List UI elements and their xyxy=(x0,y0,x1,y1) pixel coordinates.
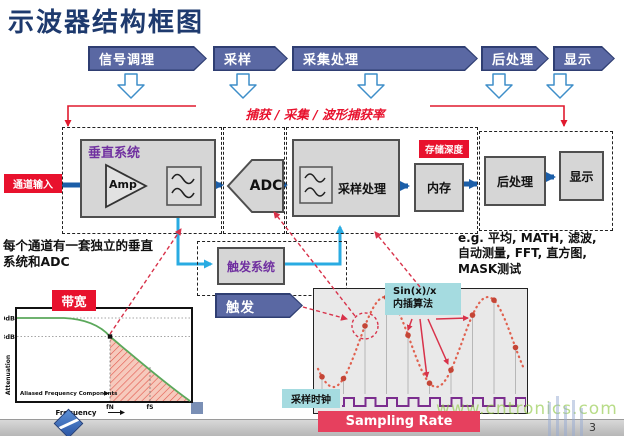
flow-step-label: 采集处理 xyxy=(303,53,360,68)
xtick-fn: fN xyxy=(106,404,114,411)
trigger-label: 触发 xyxy=(226,299,255,316)
trigger-system-label: 触发系统 xyxy=(226,259,275,274)
adc-shape xyxy=(226,159,284,213)
display-label: 显示 xyxy=(569,169,594,184)
page-title: 示波器结构框图 xyxy=(8,8,205,38)
channel-input-text: 通道输入 xyxy=(13,180,53,191)
bandwidth-text: 带宽 xyxy=(61,294,87,309)
memory-label: 内存 xyxy=(426,181,451,195)
aliased-region xyxy=(110,336,190,401)
minus3db-point xyxy=(107,334,113,339)
display-box: 显示 xyxy=(559,151,604,201)
page-number: 3 xyxy=(589,421,596,434)
down-arrow-icon xyxy=(117,73,574,99)
lowpass-filter-icon xyxy=(166,166,202,206)
amp-label: Amp xyxy=(109,178,137,191)
lowpass-filter-icon xyxy=(299,166,333,204)
group-postprocess-display xyxy=(479,131,613,231)
flow-step-acquisition: 采集处理 xyxy=(292,46,478,71)
trigger-arrow: 触发 xyxy=(215,293,303,318)
post-processing-label: 后处理 xyxy=(496,174,533,189)
sample-clock-text: 采样时钟 xyxy=(291,395,331,406)
note-per-channel: 每个通道有一套独立的垂直 系统和ADC xyxy=(3,238,154,269)
storage-depth-text: 存储深度 xyxy=(424,145,463,156)
memory-box: 内存 xyxy=(414,163,464,212)
flow-step-label: 后处理 xyxy=(492,53,535,68)
flow-step-signal-conditioning: 信号调理 xyxy=(88,46,207,71)
post-processing-box: 后处理 xyxy=(484,156,546,206)
capture-banner: 捕获 / 采集 / 波形捕获率 xyxy=(245,107,385,122)
flow-step-label: 采样 xyxy=(224,53,253,68)
channel-input-label: 通道输入 xyxy=(4,174,62,193)
storage-depth-label: 存储深度 xyxy=(419,140,469,158)
aliased-annotation: Aliased Frequency Components xyxy=(20,391,118,397)
decor-square xyxy=(191,402,203,414)
adc-label: ADC xyxy=(249,178,283,194)
y-axis-label: Attenuation xyxy=(5,355,12,395)
flow-step-label: 显示 xyxy=(564,53,593,68)
bandwidth-chart: 0dB -3dB Attenuation Aliased Frequency C… xyxy=(0,305,200,417)
xtick-fs: fS xyxy=(147,404,154,411)
flow-step-label: 信号调理 xyxy=(99,53,156,68)
flow-step-display: 显示 xyxy=(553,46,615,71)
sample-clock-label: 采样时钟 xyxy=(282,389,340,408)
bandwidth-label: 带宽 xyxy=(52,290,96,311)
note-postprocess-examples: e.g. 平均, MATH, 滤波, 自动测量, FFT, 直方图, MASK测… xyxy=(458,231,597,276)
sample-clock-wave xyxy=(342,397,527,407)
flow-step-sampling: 采样 xyxy=(213,46,288,71)
watermark: www.cntronics.com xyxy=(436,399,618,419)
sampling-rate-label: Sampling Rate xyxy=(318,411,480,432)
trigger-system-box: 触发系统 xyxy=(217,247,285,285)
flow-step-postprocess: 后处理 xyxy=(481,46,549,71)
sampling-rate-text: Sampling Rate xyxy=(345,414,453,429)
sample-processing-label: 采样处理 xyxy=(338,182,387,196)
amp-triangle-icon xyxy=(105,163,148,209)
x-axis-label: Frequency xyxy=(56,409,97,417)
ytick-minus3db: -3dB xyxy=(4,333,15,341)
vertical-system-label: 垂直系统 xyxy=(88,146,141,161)
ytick-0db: 0dB xyxy=(4,315,15,323)
interpolation-label: Sin(x)/x 内插算法 xyxy=(385,283,461,315)
